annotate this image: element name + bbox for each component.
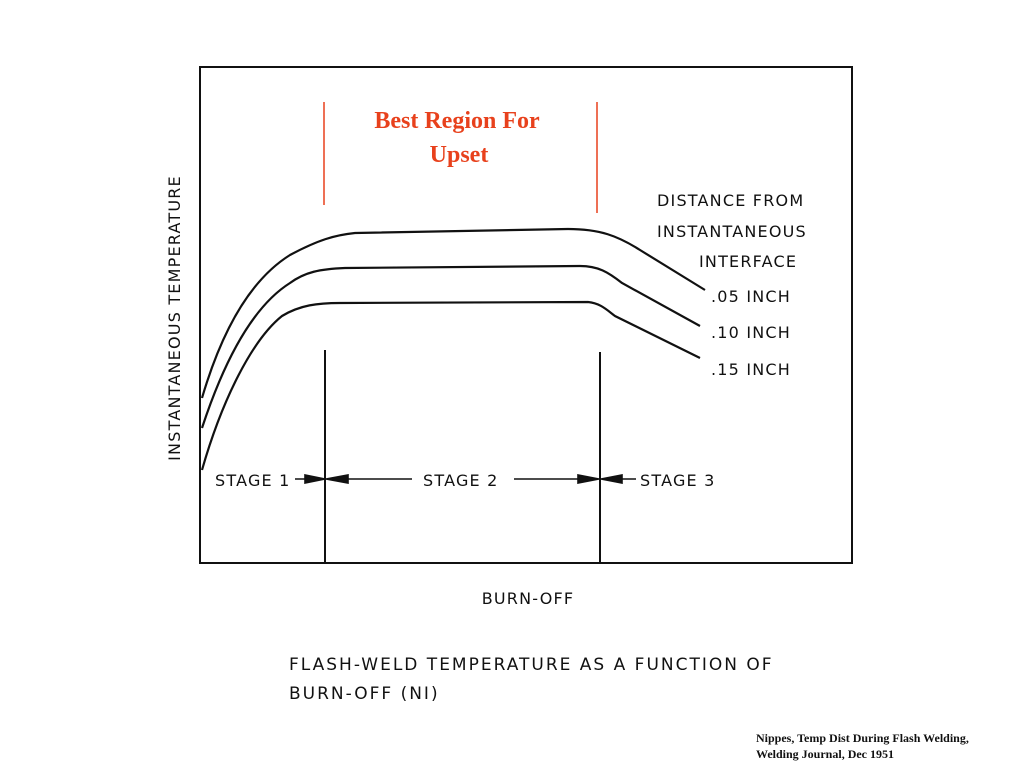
stage-label-1: STAGE 1 — [215, 471, 291, 490]
stage-arrows — [295, 474, 636, 484]
stage1-arrowhead — [304, 474, 326, 484]
y-axis-label: INSTANTANEOUS TEMPERATURE — [165, 175, 184, 461]
series-line-05-inch — [200, 227, 706, 399]
chart-title-line2: BURN-OFF (NI) — [289, 684, 440, 704]
stage-label-2: STAGE 2 — [423, 471, 499, 490]
chart-title-line1: FLASH-WELD TEMPERATURE AS A FUNCTION OF — [289, 655, 774, 675]
series-label-05-inch: .05 INCH — [711, 287, 791, 306]
best-region-annotation-line1: Best Region For — [374, 108, 540, 134]
plot-frame — [199, 66, 853, 564]
legend-title-line3: INTERFACE — [699, 252, 797, 271]
stage2-right-arrowhead — [577, 474, 600, 484]
x-axis-label: BURN-OFF — [482, 589, 575, 608]
legend-title-line2: INSTANTANEOUS — [657, 222, 807, 241]
series-curves — [200, 227, 706, 471]
citation-line1: Nippes, Temp Dist During Flash Welding, — [756, 731, 969, 745]
stage2-left-arrowhead — [325, 474, 349, 484]
series-line-10-inch — [200, 264, 701, 429]
series-line-15-inch — [200, 300, 701, 471]
best-region-annotation-line2: Upset — [430, 142, 489, 168]
stage3-arrowhead — [600, 474, 623, 484]
stage-label-3: STAGE 3 — [640, 471, 716, 490]
series-label-15-inch: .15 INCH — [711, 360, 791, 379]
legend-title-line1: DISTANCE FROM — [657, 191, 804, 210]
series-label-10-inch: .10 INCH — [711, 323, 791, 342]
citation-line2: Welding Journal, Dec 1951 — [756, 747, 894, 761]
